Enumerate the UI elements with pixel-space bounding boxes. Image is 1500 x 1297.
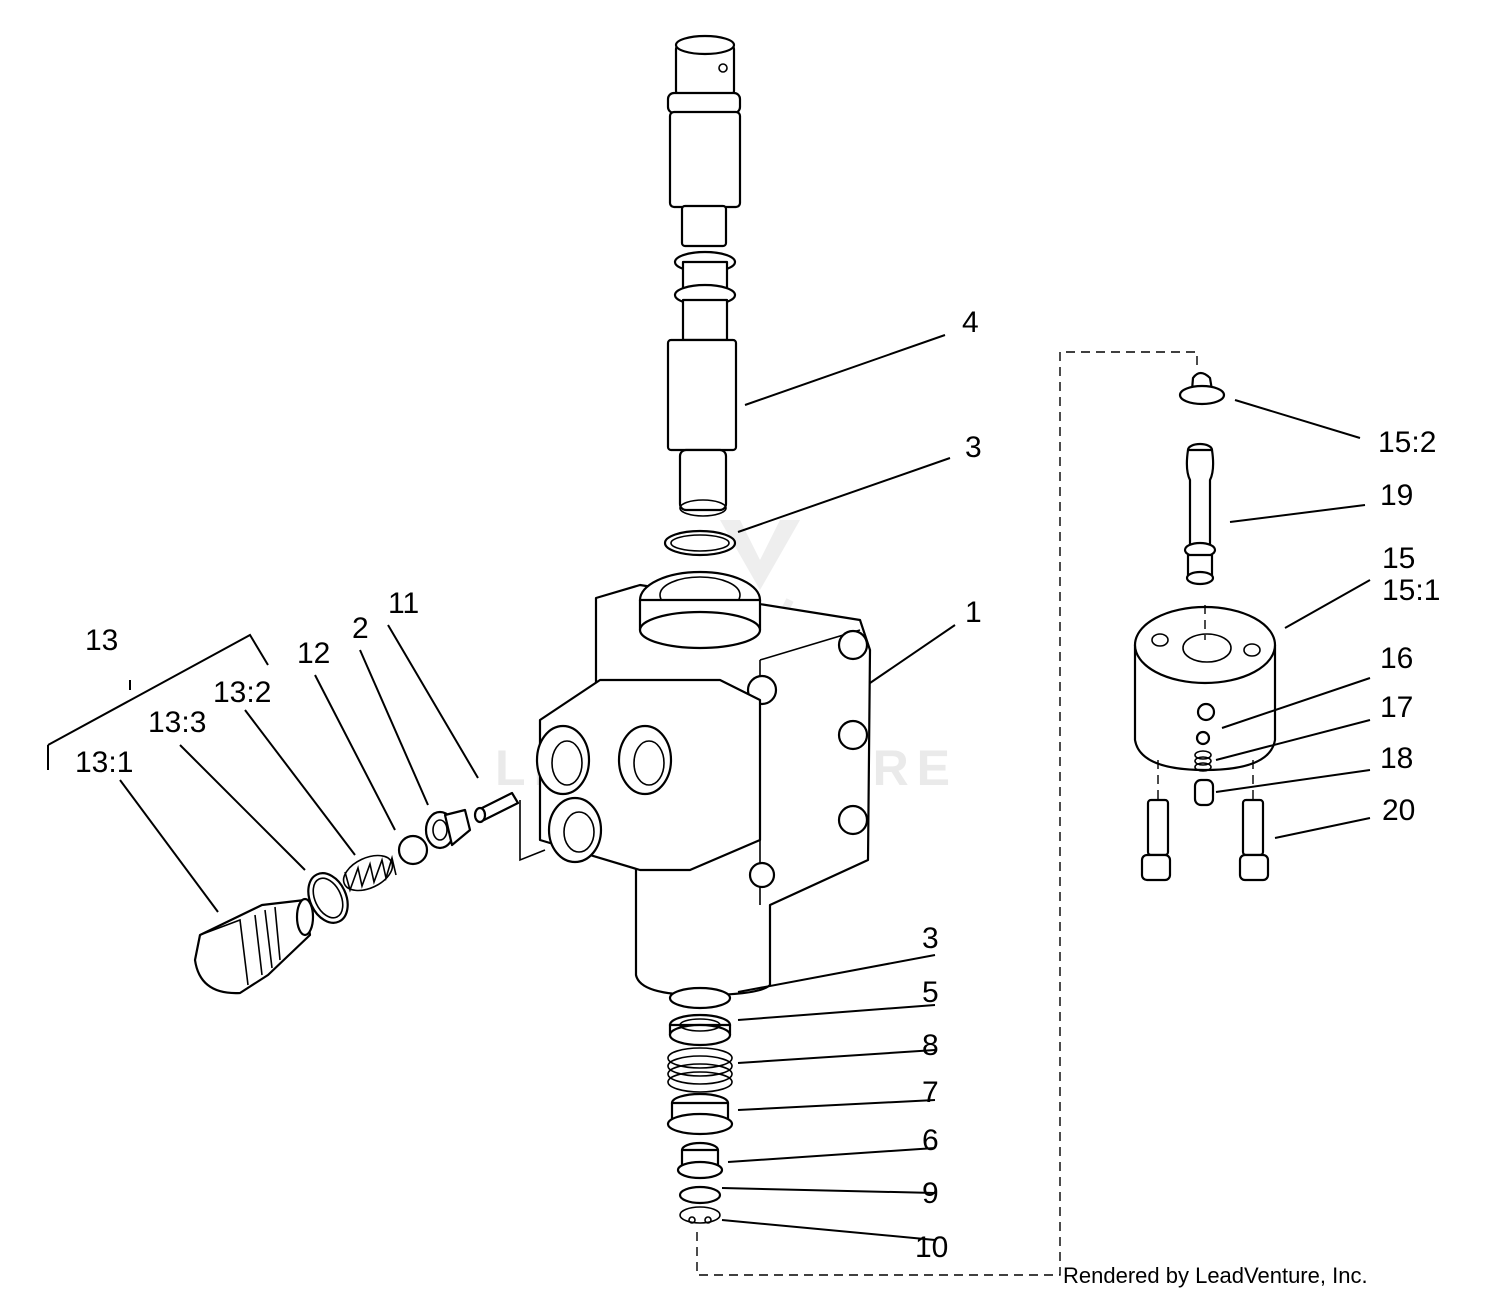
pin-part-11 bbox=[473, 791, 520, 824]
callout-19: 19 bbox=[1380, 479, 1413, 512]
plug-part-13-1 bbox=[193, 897, 315, 995]
spring-part-13-2 bbox=[342, 854, 397, 893]
callout-3-bottom: 3 bbox=[922, 922, 939, 955]
screw-right-part-20 bbox=[1238, 798, 1270, 882]
callout-4: 4 bbox=[962, 306, 979, 339]
o-ring-part-3-bottom bbox=[668, 986, 732, 1010]
callout-10: 10 bbox=[915, 1231, 948, 1264]
spring-part-17 bbox=[1194, 750, 1212, 772]
ball-part-16 bbox=[1196, 702, 1216, 722]
callout-20: 20 bbox=[1382, 794, 1415, 827]
retainer-part-6 bbox=[676, 1141, 724, 1180]
screw-left-part-20 bbox=[1140, 798, 1172, 882]
callout-15-2: 15:2 bbox=[1378, 426, 1436, 459]
callout-2: 2 bbox=[352, 612, 369, 645]
poppet-part-2 bbox=[424, 808, 472, 850]
screw-axis-dashed-line bbox=[1157, 760, 1254, 800]
callout-1: 1 bbox=[965, 596, 982, 629]
callout-6: 6 bbox=[922, 1124, 939, 1157]
callout-15: 15 bbox=[1382, 542, 1415, 575]
credit-text: Rendered by LeadVenture, Inc. bbox=[1063, 1263, 1368, 1288]
callout-13-2: 13:2 bbox=[213, 676, 271, 709]
ball-part-12 bbox=[397, 834, 429, 866]
callout-16: 16 bbox=[1380, 642, 1413, 675]
callout-7: 7 bbox=[922, 1076, 939, 1109]
spool-part-4 bbox=[666, 34, 742, 517]
ball-part-17 bbox=[1195, 730, 1211, 746]
leader-lines bbox=[47, 334, 1371, 1241]
callout-13: 13 bbox=[85, 624, 118, 657]
seat-part-7 bbox=[666, 1092, 734, 1136]
washer-part-5 bbox=[668, 1013, 732, 1047]
callout-13-1: 13:1 bbox=[75, 746, 133, 779]
callout-17: 17 bbox=[1380, 691, 1413, 724]
assembly-dashed-line bbox=[696, 351, 1198, 1276]
valve-body-part-1 bbox=[519, 570, 872, 997]
o-ring-part-13-3 bbox=[307, 872, 349, 924]
callout-12: 12 bbox=[297, 637, 330, 670]
plug-part-18 bbox=[1193, 778, 1215, 807]
o-ring-part-3-top bbox=[663, 529, 737, 557]
snap-ring-part-9 bbox=[678, 1185, 722, 1205]
cap-part-15-2 bbox=[1178, 371, 1226, 406]
cap-housing-part-15 bbox=[1133, 605, 1277, 772]
callout-18: 18 bbox=[1380, 742, 1413, 775]
spring-part-8 bbox=[667, 1047, 733, 1093]
callout-9: 9 bbox=[922, 1177, 939, 1210]
callout-15-1: 15:1 bbox=[1382, 574, 1440, 607]
plunger-part-19 bbox=[1183, 442, 1217, 586]
callout-8: 8 bbox=[922, 1029, 939, 1062]
callout-11: 11 bbox=[388, 587, 419, 620]
callout-13-3: 13:3 bbox=[148, 706, 206, 739]
callout-3-top: 3 bbox=[965, 431, 982, 464]
callout-5: 5 bbox=[922, 976, 939, 1009]
clip-part-10 bbox=[679, 1206, 721, 1224]
